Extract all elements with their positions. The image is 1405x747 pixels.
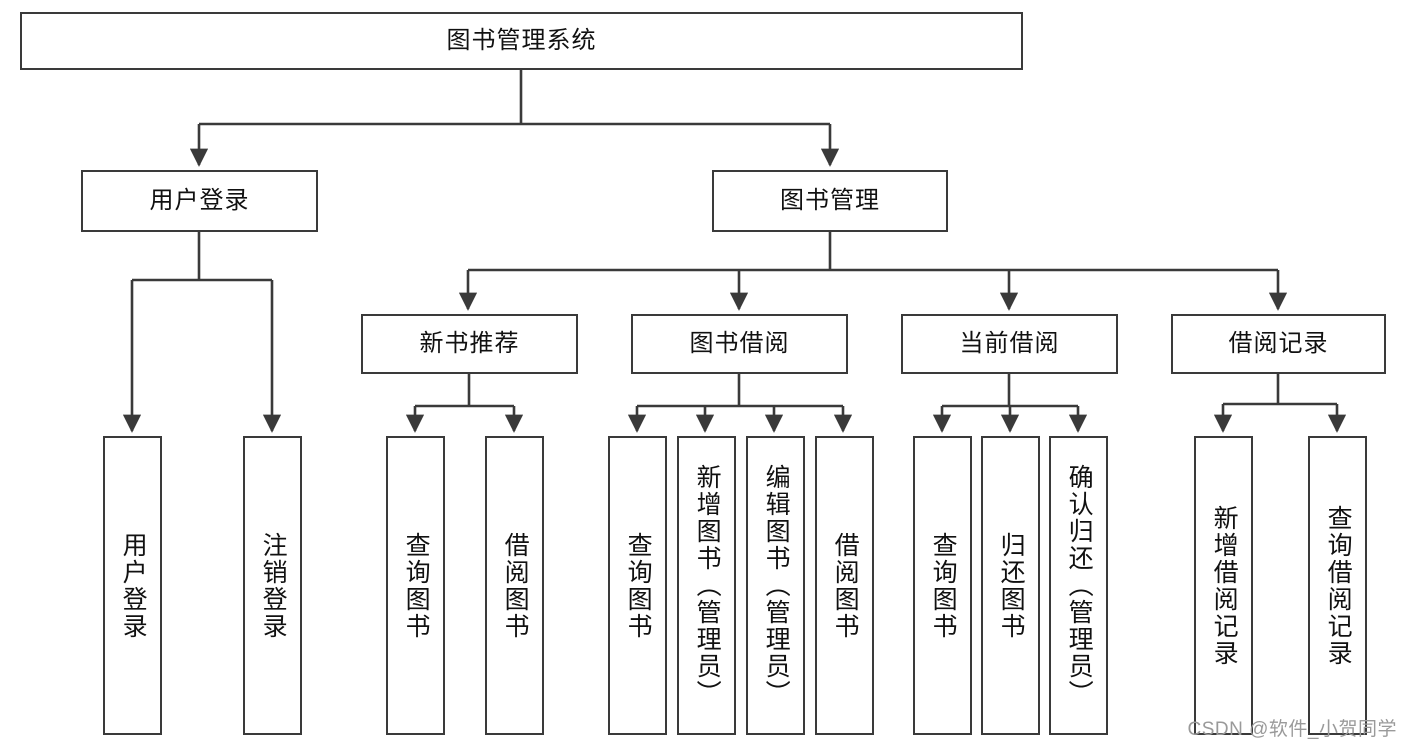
- node-leaf-nbr-query-book[interactable]: 查询图书: [386, 436, 445, 735]
- node-new-book-recommend-label: 新书推荐: [419, 329, 520, 357]
- node-leaf-bb-query-book[interactable]: 查询图书: [608, 436, 667, 735]
- node-new-book-recommend[interactable]: 新书推荐: [361, 314, 578, 374]
- node-leaf-cb-return-book[interactable]: 归还图书: [981, 436, 1040, 735]
- node-leaf-user-login[interactable]: 用户登录: [103, 436, 162, 735]
- node-root[interactable]: 图书管理系统: [20, 12, 1023, 70]
- node-current-borrow-label: 当前借阅: [959, 329, 1060, 357]
- node-leaf-br-add-record-label: 新增借阅记录: [1210, 504, 1239, 667]
- node-book-manage[interactable]: 图书管理: [712, 170, 948, 232]
- node-leaf-user-login-label: 用户登录: [119, 531, 148, 640]
- node-leaf-br-add-record[interactable]: 新增借阅记录: [1194, 436, 1253, 735]
- node-book-manage-label: 图书管理: [780, 186, 880, 214]
- node-borrow-record-label: 借阅记录: [1228, 329, 1329, 357]
- node-leaf-bb-edit-book-label: 编辑图书（管理员）: [762, 464, 791, 707]
- node-leaf-bb-edit-book[interactable]: 编辑图书（管理员）: [746, 436, 805, 735]
- node-book-borrow[interactable]: 图书借阅: [631, 314, 848, 374]
- node-root-label: 图书管理系统: [446, 26, 597, 54]
- node-leaf-cb-return-book-label: 归还图书: [997, 531, 1026, 640]
- node-leaf-nbr-borrow-book-label: 借阅图书: [501, 531, 530, 640]
- node-user-login[interactable]: 用户登录: [81, 170, 318, 232]
- node-leaf-bb-borrow-book-label: 借阅图书: [831, 531, 860, 640]
- node-leaf-cb-query-book-label: 查询图书: [929, 531, 958, 640]
- node-leaf-bb-query-book-label: 查询图书: [624, 531, 653, 640]
- node-book-borrow-label: 图书借阅: [689, 329, 790, 357]
- csdn-watermark: CSDN @软件_小贺同学: [1187, 719, 1397, 740]
- node-leaf-cb-confirm-return-label: 确认归还（管理员）: [1065, 464, 1094, 707]
- node-leaf-br-query-record[interactable]: 查询借阅记录: [1308, 436, 1367, 735]
- node-leaf-bb-add-book-label: 新增图书（管理员）: [693, 464, 722, 707]
- node-leaf-cb-query-book[interactable]: 查询图书: [913, 436, 972, 735]
- node-user-login-label: 用户登录: [149, 186, 250, 214]
- node-leaf-user-logout[interactable]: 注销登录: [243, 436, 302, 735]
- node-leaf-bb-add-book[interactable]: 新增图书（管理员）: [677, 436, 736, 735]
- node-leaf-bb-borrow-book[interactable]: 借阅图书: [815, 436, 874, 735]
- node-leaf-nbr-query-book-label: 查询图书: [402, 531, 431, 640]
- node-current-borrow[interactable]: 当前借阅: [901, 314, 1118, 374]
- node-leaf-user-logout-label: 注销登录: [259, 531, 288, 640]
- node-leaf-cb-confirm-return[interactable]: 确认归还（管理员）: [1049, 436, 1108, 735]
- node-borrow-record[interactable]: 借阅记录: [1171, 314, 1386, 374]
- node-leaf-nbr-borrow-book[interactable]: 借阅图书: [485, 436, 544, 735]
- node-leaf-br-query-record-label: 查询借阅记录: [1324, 504, 1353, 667]
